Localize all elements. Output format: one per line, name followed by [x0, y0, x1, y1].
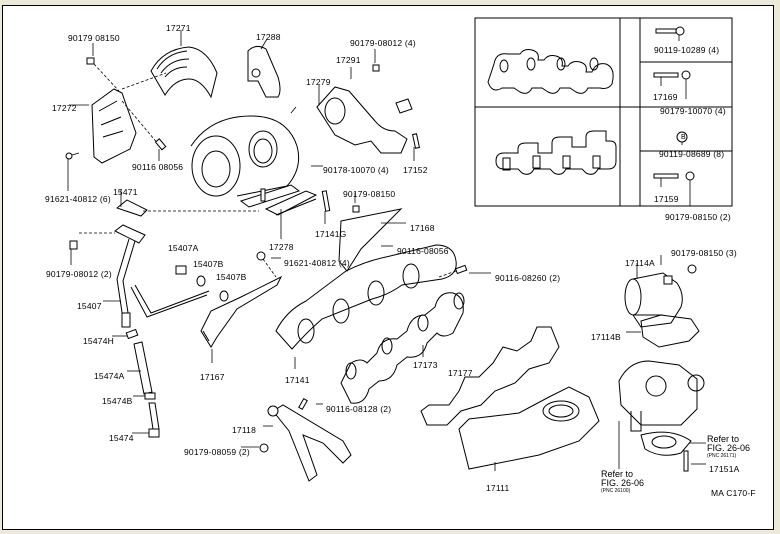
- reference-note-pnc-26100: Refer to FIG. 26-06 (PNC 26100): [601, 469, 645, 495]
- diagram-code: MA C170-F: [711, 488, 756, 498]
- parts-diagram-frame: 90179 08150 17271 17288 90179-08012 (4) …: [2, 5, 774, 530]
- turbocharger: [190, 106, 301, 208]
- part-label-17118: 17118: [232, 425, 257, 435]
- bracket-17118: [267, 404, 352, 482]
- oil-pipe-15407: [114, 199, 210, 328]
- air-connector-17114A: [624, 272, 683, 328]
- inset-hardware: [653, 26, 695, 206]
- part-label-90116-08260-2: 90116-08260 (2): [495, 273, 561, 283]
- part-label-17141G: 17141G: [315, 229, 347, 239]
- intake-manifold-17111: [458, 386, 600, 471]
- gasket-throttle: [640, 431, 692, 456]
- part-label-17111: 17111: [486, 483, 510, 493]
- part-label-90119-08689-8: 90119-08689 (8): [659, 149, 725, 159]
- part-label-17169: 17169: [653, 92, 678, 102]
- part-label-17272: 17272: [52, 103, 77, 113]
- part-label-15474: 15474: [109, 433, 134, 443]
- gasket-17177: [420, 326, 560, 426]
- part-label-17114A: 17114A: [625, 258, 655, 268]
- part-label-90179-08012-2: 90179-08012 (2): [46, 269, 112, 279]
- part-label-17114B: 17114B: [591, 332, 621, 342]
- part-label-17173: 17173: [413, 360, 438, 370]
- part-label-90179-08150-2: 90179-08150 (2): [665, 212, 731, 222]
- part-label-17271: 17271: [166, 23, 191, 33]
- part-label-17141: 17141: [285, 375, 310, 385]
- part-label-15407A: 15407A: [168, 243, 199, 253]
- exhaust-elbow-17291: [316, 86, 413, 154]
- part-label-90179-08012-4: 90179-08012 (4): [350, 38, 416, 48]
- part-label-90116-08056: 90116 08056: [132, 162, 184, 172]
- insulator-17272: [91, 88, 137, 164]
- part-label-17177: 17177: [448, 368, 473, 378]
- part-label-15474A: 15474A: [94, 371, 125, 381]
- part-label-90179-08150-mid: 90179-08150: [343, 189, 396, 199]
- part-label-17167: 17167: [200, 372, 225, 382]
- part-label-17279: 17279: [306, 77, 331, 87]
- leader-lines: [69, 30, 706, 469]
- insulator-17271: [150, 46, 218, 99]
- part-label-17291: 17291: [336, 55, 361, 65]
- gasket-inset-bottom: [495, 130, 617, 175]
- parts-drawing: [65, 17, 733, 482]
- part-label-17151A: 17151A: [709, 464, 740, 474]
- part-label-17278: 17278: [269, 242, 294, 252]
- inset-box: [474, 17, 733, 207]
- throttle-body: [618, 360, 705, 432]
- part-label-15407: 15407: [77, 301, 102, 311]
- part-label-90119-10289-4: 90119-10289 (4): [654, 45, 720, 55]
- bracket-17278: [264, 190, 318, 216]
- part-label-15474B: 15474B: [102, 396, 133, 406]
- reference-note-pnc-26171: Refer to FIG. 26-06 (PNC 26171): [707, 434, 751, 460]
- part-label-91621-40812-4: 91621-40812 (4): [284, 258, 350, 268]
- marker-b-icon: B: [681, 134, 686, 141]
- part-label-90179-08150-3: 90179-08150 (3): [671, 248, 737, 258]
- gasket-17173: [340, 292, 465, 404]
- gasket-17114B: [640, 314, 700, 348]
- part-label-15407B-2: 15407B: [216, 272, 247, 282]
- hose-15474: [125, 328, 160, 438]
- part-label-90179-08059-2: 90179-08059 (2): [184, 447, 250, 457]
- part-label-90179-10070-4: 90179-10070 (4): [660, 106, 726, 116]
- gasket-inset-top: [487, 49, 614, 94]
- part-label-90116-08128-2: 90116-08128 (2): [326, 404, 392, 414]
- insulator-17167: [200, 275, 283, 348]
- part-label-15471: 15471: [113, 187, 138, 197]
- part-label-17159: 17159: [654, 194, 679, 204]
- part-label-15474H: 15474H: [83, 336, 114, 346]
- part-label-15407B: 15407B: [193, 259, 224, 269]
- part-label-90179-08150: 90179 08150: [68, 33, 120, 43]
- part-label-17152: 17152: [403, 165, 428, 175]
- part-label-91621-40812-6: 91621-40812 (6): [45, 194, 111, 204]
- part-label-17288: 17288: [256, 32, 281, 42]
- part-label-90178-10070-4: 90178-10070 (4): [323, 165, 389, 175]
- exhaust-manifold-17141: [275, 208, 457, 350]
- part-label-17168: 17168: [410, 223, 435, 233]
- heat-shield-17288: [247, 45, 281, 98]
- part-label-90116-08056-right: 90116-08056: [397, 246, 449, 256]
